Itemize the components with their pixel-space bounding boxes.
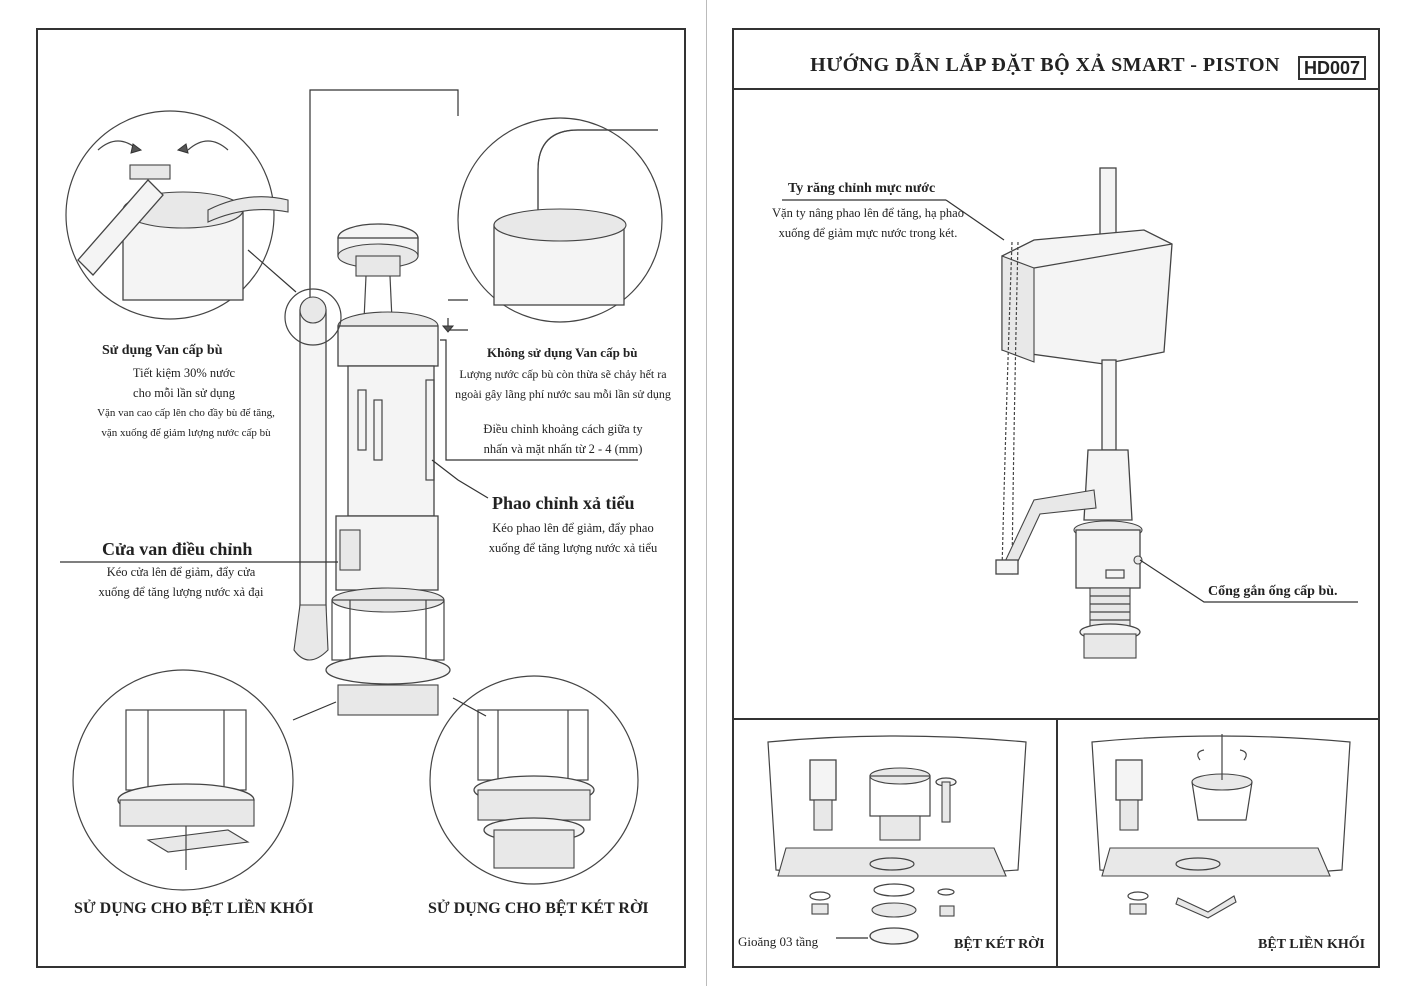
refill-off-line1: Lượng nước cấp bù còn thừa sẽ chảy hết r…	[459, 367, 667, 381]
caption-two-piece: SỬ DỤNG CHO BỆT KÉT RỜI	[428, 900, 649, 917]
document-code: HD007	[1298, 56, 1366, 80]
rod-title: Ty răng chỉnh mực nước	[788, 181, 936, 196]
rod-line1: Vặn ty nâng phao lên để tăng, hạ phao	[772, 206, 964, 220]
detail-circle-two-piece	[429, 675, 639, 885]
header-bar: HƯỚNG DẪN LẮP ĐẶT BỘ XẢ SMART - PISTON H…	[734, 30, 1378, 90]
half-float-title: Phao chỉnh xả tiểu	[492, 493, 635, 513]
install-one-piece-illustration	[1091, 734, 1351, 919]
page-title: HƯỚNG DẪN LẮP ĐẶT BỘ XẢ SMART - PISTON	[810, 54, 1280, 76]
half-float-line1: Kéo phao lên để giảm, đẩy phao	[492, 521, 654, 535]
refill-on-line3: Vặn van cao cấp lên cho đầy bù để tăng,	[97, 407, 275, 419]
refill-on-line4: vặn xuống để giảm lượng nước cấp bù	[101, 427, 271, 439]
refill-off-title: Không sử dụng Van cấp bù	[487, 345, 638, 360]
rod-line2: xuống để giảm mực nước trong két.	[778, 226, 958, 240]
refill-on-line1: Tiết kiệm 30% nước	[132, 366, 236, 380]
caption-two-piece-right: BỆT KÉT RỜI	[954, 937, 1045, 952]
refill-on-title: Sử dụng Van cấp bù	[102, 343, 223, 358]
right-panel: HƯỚNG DẪN LẮP ĐẶT BỘ XẢ SMART - PISTON H…	[732, 28, 1380, 968]
refill-on-line2: cho mỗi lần sử dụng	[133, 386, 235, 400]
refill-off-line4: nhấn và mặt nhấn từ 2 - 4 (mm)	[483, 442, 643, 456]
valve-door-line2: xuống để tăng lượng nước xả đại	[98, 585, 264, 599]
valve-door-title: Cửa van điều chỉnh	[102, 539, 253, 559]
refill-off-line3: Điều chỉnh khoảng cách giữa ty	[483, 422, 643, 436]
left-illustration	[60, 89, 663, 891]
refill-off-line2: ngoài gây lãng phí nước sau mỗi lần sử d…	[455, 387, 671, 401]
caption-one-piece: SỬ DỤNG CHO BỆT LIỀN KHỐI	[74, 900, 314, 917]
half-float-line2: xuống để tăng lượng nước xả tiểu	[488, 541, 658, 555]
left-panel: Sử dụng Van cấp bù Tiết kiệm 30% nước ch…	[36, 28, 686, 968]
gasket-label: Gioăng 03 tầng	[738, 934, 819, 949]
detail-circle-refill-knob	[65, 110, 289, 320]
valve-door-line1: Kéo cửa lên để giảm, đẩy cửa	[106, 565, 256, 579]
refill-port-label: Cổng gắn ống cấp bù.	[1208, 584, 1338, 599]
page-divider	[706, 0, 707, 986]
caption-one-piece-right: BỆT LIỀN KHỐI	[1258, 937, 1366, 952]
install-two-piece-illustration	[767, 735, 1027, 945]
detail-circle-one-piece	[72, 669, 294, 891]
bottom-mid-divider	[1056, 718, 1058, 966]
main-flush-valve	[293, 223, 451, 716]
fill-valve-illustration	[782, 167, 1358, 659]
detail-circle-push-button	[457, 117, 663, 323]
